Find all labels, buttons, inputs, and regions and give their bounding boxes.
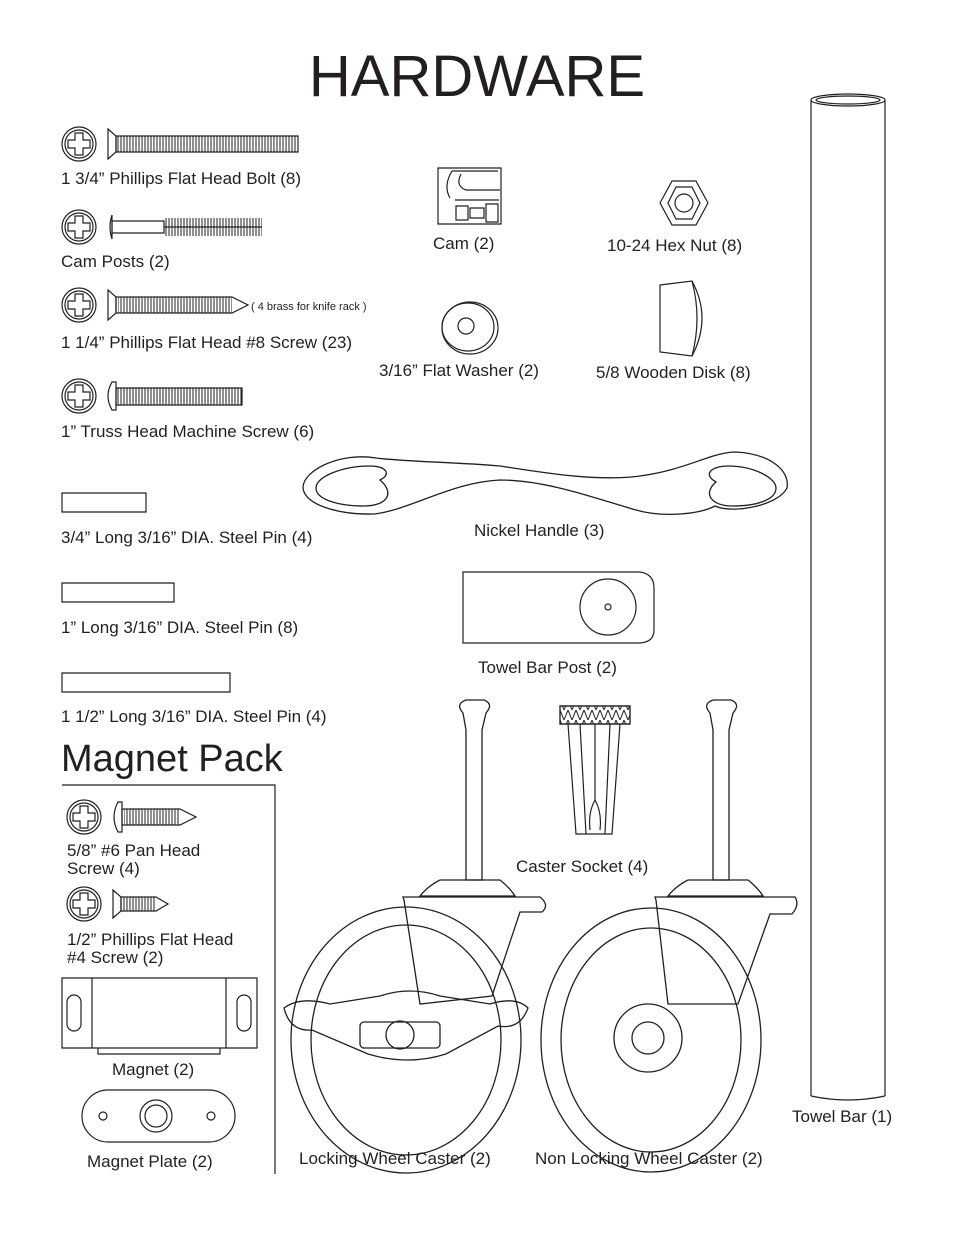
- magnet-label: Magnet (2): [112, 1060, 195, 1079]
- caster-socket-label: Caster Socket (4): [516, 857, 649, 876]
- pin-1-1-2-icon: [62, 673, 230, 692]
- wooden-disk-icon: [660, 281, 702, 356]
- pan-head-screw-icon: [67, 800, 196, 834]
- magnet-pack-heading: Magnet Pack: [61, 738, 283, 780]
- flat-head-screw-icon: [62, 288, 248, 322]
- pin-1-icon: [62, 583, 174, 602]
- truss-head-screw-icon: [62, 379, 242, 413]
- flat-head-bolt-label: 1 3/4” Phillips Flat Head Bolt (8): [61, 169, 301, 188]
- flat-head-4-screw-icon: [67, 887, 168, 921]
- pin-3-4-label: 3/4” Long 3/16” DIA. Steel Pin (4): [61, 528, 313, 547]
- nickel-handle-label: Nickel Handle (3): [474, 521, 605, 540]
- magnet-icon: [62, 978, 257, 1054]
- magnet-pack-frame: [62, 785, 275, 1174]
- pin-3-4-icon: [62, 493, 146, 512]
- caster-socket-icon: [560, 706, 630, 834]
- towel-bar-label: Towel Bar (1): [792, 1107, 893, 1126]
- hex-nut-label: 10-24 Hex Nut (8): [607, 236, 743, 255]
- towel-bar-post-icon: [463, 572, 654, 643]
- cam-posts-label: Cam Posts (2): [61, 252, 170, 271]
- pan-head-screw-label: 5/8” #6 Pan Head Screw (4): [67, 841, 201, 878]
- nickel-handle-icon: [303, 452, 787, 514]
- page-title: HARDWARE: [308, 44, 646, 109]
- locking-caster-icon: [284, 700, 546, 1173]
- pin-1-label: 1” Long 3/16” DIA. Steel Pin (8): [61, 618, 299, 637]
- flat-head-screw-note: ( 4 brass for knife rack ): [251, 301, 367, 313]
- cam-post-icon: [62, 210, 262, 244]
- cam-label: Cam (2): [433, 234, 495, 253]
- non-locking-caster-label: Non Locking Wheel Caster (2): [535, 1149, 763, 1168]
- flat-head-screw-label: 1 1/4” Phillips Flat Head #8 Screw (23): [61, 333, 353, 352]
- non-locking-caster-icon: [541, 700, 797, 1172]
- cam-icon: [438, 168, 501, 224]
- magnet-plate-icon: [82, 1090, 235, 1142]
- locking-caster-label: Locking Wheel Caster (2): [299, 1149, 491, 1168]
- magnet-plate-label: Magnet Plate (2): [87, 1152, 213, 1171]
- flat-washer-label: 3/16” Flat Washer (2): [379, 361, 539, 380]
- flat-head-bolt-icon: [62, 127, 298, 161]
- flat-washer-icon: [442, 302, 498, 354]
- towel-bar-post-label: Towel Bar Post (2): [478, 658, 617, 677]
- pin-1-1-2-label: 1 1/2” Long 3/16” DIA. Steel Pin (4): [61, 707, 327, 726]
- hex-nut-icon: [660, 181, 708, 225]
- flat-head-4-screw-label: 1/2” Phillips Flat Head #4 Screw (2): [67, 930, 234, 967]
- wooden-disk-label: 5/8 Wooden Disk (8): [596, 363, 751, 382]
- truss-head-screw-label: 1” Truss Head Machine Screw (6): [61, 422, 315, 441]
- towel-bar-icon: [811, 94, 885, 1100]
